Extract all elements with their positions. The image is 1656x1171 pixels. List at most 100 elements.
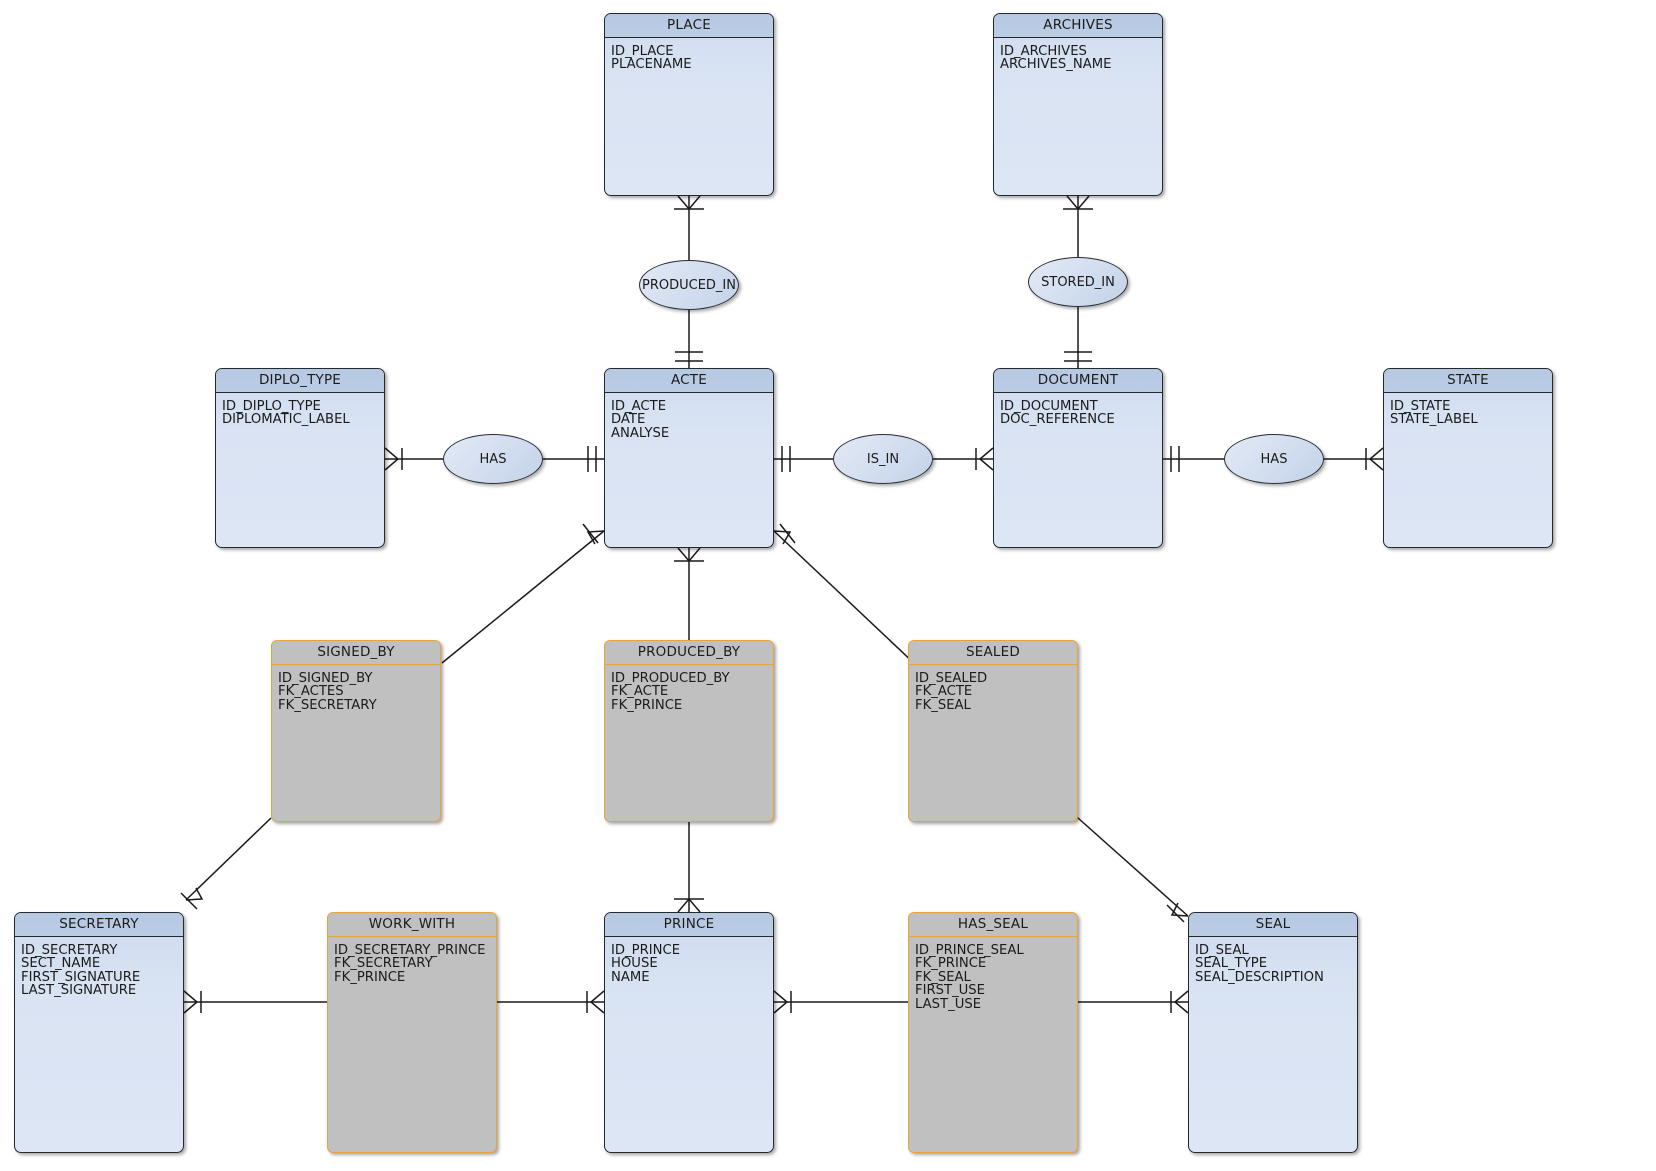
attribute: ID_PLACE: [611, 44, 674, 59]
attribute: FK_SECRETARY: [334, 956, 433, 972]
attribute: FK_SEAL: [915, 697, 971, 713]
attribute: NAME: [611, 969, 650, 985]
relationship-produced_in[interactable]: PRODUCED_IN: [639, 260, 739, 310]
attribute: SEAL_DESCRIPTION: [1195, 969, 1324, 985]
attribute: ID_SECRETARY: [21, 943, 118, 958]
attribute: DOC_REFERENCE: [1000, 412, 1115, 428]
entity-title-secretary: SECRETARY: [15, 913, 183, 937]
attribute: FK_ACTE: [915, 684, 973, 700]
connector-produced_by-prince: [674, 822, 704, 913]
connector-has-state: [1324, 447, 1384, 471]
attribute: ID_PRINCE_SEAL: [915, 943, 1024, 958]
attribute: FK_ACTES: [278, 684, 344, 700]
entity-title-place: PLACE: [605, 14, 773, 38]
relationship-label: HAS: [479, 451, 507, 467]
connector-acte-is_in: [774, 446, 833, 472]
connector-document-has: [1163, 446, 1224, 472]
attribute: ID_STATE: [1390, 399, 1451, 414]
relationship-stored_in[interactable]: STORED_IN: [1028, 257, 1128, 307]
entity-title-produced_by: PRODUCED_BY: [605, 641, 773, 665]
relationship-has_state[interactable]: HAS: [1224, 434, 1324, 484]
attribute: ID_SIGNED_BY: [278, 671, 373, 686]
relationship-label: STORED_IN: [1041, 274, 1115, 290]
attribute: ID_PRODUCED_BY: [611, 671, 730, 686]
attribute: SECT_NAME: [21, 956, 101, 972]
attribute: ID_ARCHIVES: [1000, 44, 1087, 59]
connector-produced_in-acte: [675, 310, 703, 368]
attribute: ANALYSE: [611, 425, 670, 441]
relationship-label: HAS: [1260, 451, 1288, 467]
attribute: ID_SECRETARY_PRINCE: [334, 943, 486, 958]
attribute: ID_DIPLO_TYPE: [222, 399, 321, 414]
entity-title-state: STATE: [1384, 369, 1552, 393]
attribute: FK_SEAL: [915, 969, 971, 985]
attribute: ID_ACTE: [611, 399, 667, 414]
attribute: STATE_LABEL: [1390, 412, 1478, 428]
attribute: ID_SEAL: [1195, 943, 1249, 958]
attribute: HOUSE: [611, 956, 658, 972]
connector-place-produced_in: [674, 195, 704, 260]
entity-title-work_with: WORK_WITH: [328, 913, 496, 937]
attribute: FK_PRINCE: [915, 956, 987, 972]
attribute: ID_PRINCE: [611, 943, 681, 958]
connector-acte-produced_by: [674, 547, 704, 640]
attribute: FK_SECRETARY: [278, 697, 377, 713]
entity-title-prince: PRINCE: [605, 913, 773, 937]
connector-stored_in-document: [1064, 307, 1092, 368]
attribute: FK_PRINCE: [611, 697, 683, 713]
attribute: FK_ACTE: [611, 684, 669, 700]
connector-work_with-prince: [497, 990, 605, 1014]
connector-prince-has_seal: [773, 990, 908, 1014]
connector-sealed-seal: [1077, 817, 1189, 923]
connector-archives-stored_in: [1063, 195, 1093, 257]
connector-is_in-document: [933, 447, 994, 471]
relationship-label: IS_IN: [866, 451, 900, 467]
attribute: ARCHIVES_NAME: [1000, 57, 1112, 73]
attribute: FIRST_USE: [915, 983, 986, 999]
entity-title-signed_by: SIGNED_BY: [272, 641, 440, 665]
connector-diplo_type-has: [384, 447, 443, 471]
relationship-has_diplo[interactable]: HAS: [443, 434, 543, 484]
attribute: DATE: [611, 412, 646, 428]
connector-has_seal-seal: [1078, 990, 1189, 1014]
entity-title-acte: ACTE: [605, 369, 773, 393]
connector-has-acte: [543, 446, 604, 472]
connector-secretary-work_with: [183, 990, 327, 1014]
connector-acte-signed_by: [441, 523, 605, 664]
entity-title-document: DOCUMENT: [994, 369, 1162, 393]
attribute: FK_PRINCE: [334, 969, 406, 985]
attribute: FIRST_SIGNATURE: [21, 969, 141, 985]
relationship-is_in[interactable]: IS_IN: [833, 434, 933, 484]
entity-title-seal: SEAL: [1189, 913, 1357, 937]
entity-title-sealed: SEALED: [909, 641, 1077, 665]
attribute: ID_SEALED: [915, 671, 988, 686]
